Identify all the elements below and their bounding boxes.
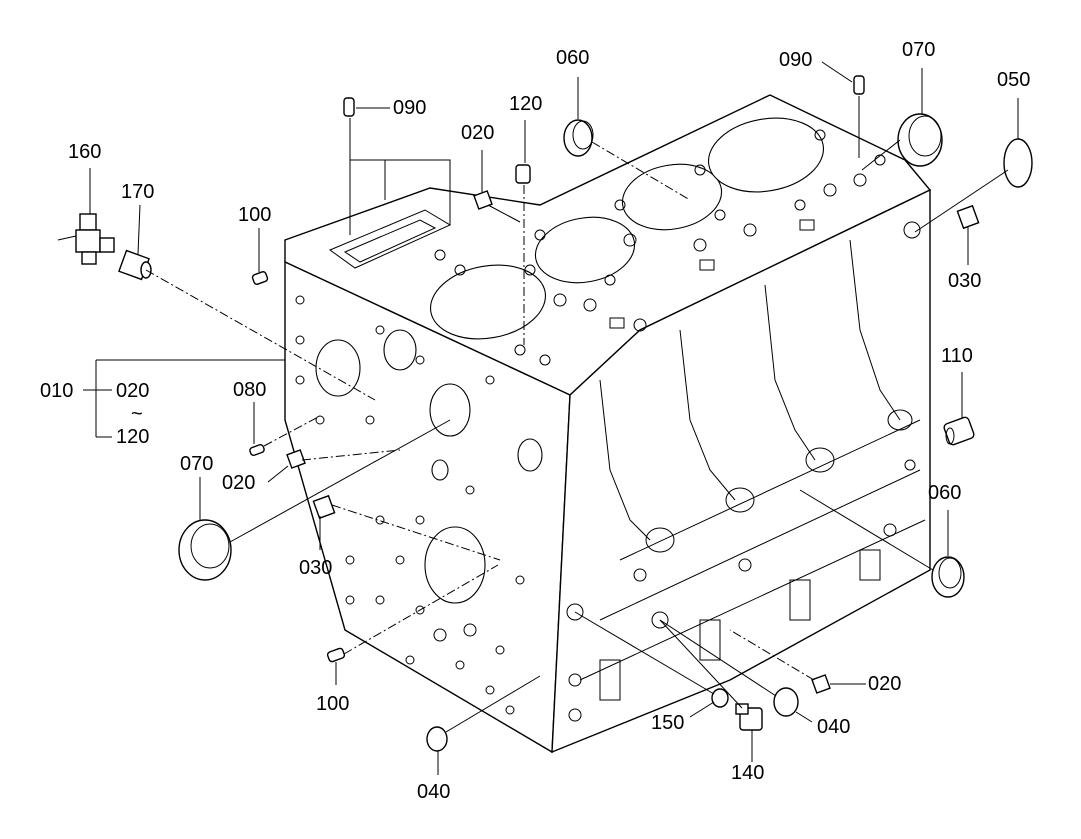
- callout-100-bottom: 100: [316, 693, 349, 715]
- callout-030-left: 030: [299, 557, 332, 579]
- seal-070-left: [178, 519, 232, 581]
- pin-100-bottom: [326, 647, 346, 663]
- cap-060-right: [931, 556, 965, 598]
- callout-070-left: 070: [180, 453, 213, 475]
- washer-150: [711, 688, 729, 708]
- callout-labels: 160 170 100 090 020 120 060 090 070 050 …: [40, 39, 1030, 803]
- leader-lines: [83, 61, 1019, 775]
- plug-020-left: [286, 449, 306, 469]
- cap-060-top: [563, 119, 594, 157]
- callout-110: 110: [941, 345, 973, 367]
- callout-060-right: 060: [928, 482, 961, 504]
- callout-140: 140: [731, 762, 764, 784]
- cylinder-block: [284, 94, 932, 754]
- pin-100-top: [251, 271, 269, 285]
- callout-150: 150: [651, 712, 684, 734]
- adaptor-part: [118, 249, 152, 281]
- plug-030-right: [956, 204, 980, 230]
- callout-090-right: 090: [779, 49, 812, 71]
- callout-090-left: 090: [393, 97, 426, 119]
- plug-140: [735, 703, 763, 731]
- callout-120-range-end: 120: [116, 426, 149, 448]
- seal-070-top: [897, 113, 943, 167]
- bush-110: [943, 416, 975, 446]
- callout-010: 010: [40, 380, 73, 402]
- bush-120: [515, 164, 531, 184]
- drain-cock-part: [57, 213, 115, 265]
- plug-030-left: [312, 494, 336, 520]
- callout-170: 170: [121, 181, 154, 203]
- pin-090-left: [343, 97, 355, 117]
- callout-060-top: 060: [556, 47, 589, 69]
- plug-040-bottom: [426, 726, 448, 752]
- callout-range-tilde: ~: [131, 403, 143, 425]
- pin-090-right: [853, 75, 865, 95]
- callout-100-top: 100: [238, 204, 271, 226]
- callout-020-left: 020: [222, 472, 255, 494]
- plug-020-bottom-right: [811, 674, 831, 694]
- callout-120-top: 120: [509, 93, 542, 115]
- callout-040-right: 040: [817, 716, 850, 738]
- callout-020-bottom-right: 020: [868, 673, 901, 695]
- callout-030-right: 030: [948, 270, 981, 292]
- pin-080: [249, 443, 265, 457]
- callout-020-top: 020: [461, 122, 494, 144]
- callout-020-range-start: 020: [116, 380, 149, 402]
- plug-020-top: [473, 190, 493, 210]
- callout-050: 050: [997, 69, 1030, 91]
- cover-050: [1003, 138, 1033, 188]
- callout-040-bottom: 040: [417, 781, 450, 803]
- plug-040-right: [773, 687, 799, 717]
- callout-160: 160: [68, 141, 101, 163]
- callout-080: 080: [233, 379, 266, 401]
- callout-070-top: 070: [902, 39, 935, 61]
